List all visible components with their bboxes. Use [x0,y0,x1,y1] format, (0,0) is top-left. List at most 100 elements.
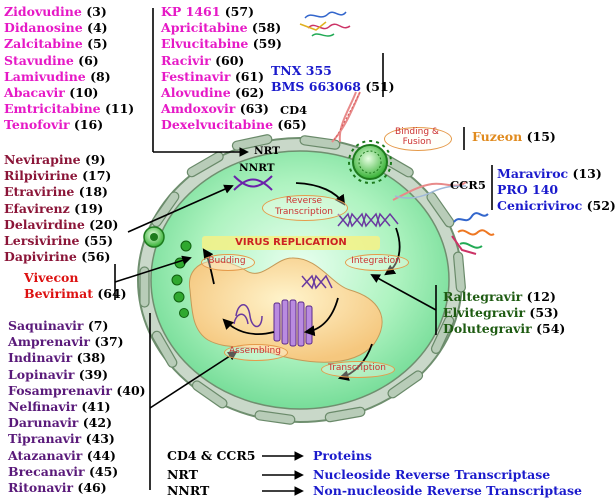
drug-name: Alovudine [161,85,231,101]
drug-name: Dolutegravir [443,321,532,337]
reverse-transcription-label: Transcription [275,207,333,217]
integrase-item: Dolutegravir (54) [443,321,565,337]
ccr5-label: CCR5 [450,178,486,192]
drug-name: Efavirenz [4,200,70,216]
compound-number: (19) [74,200,104,216]
fuzeon-label: Fuzeon (15) [472,129,556,145]
binding-fusion-pill [384,127,452,151]
drug-name: Didanosine [4,20,83,36]
drug-name: Ritonavir [8,480,74,496]
drug-name: Atazanavir [8,447,83,463]
compound-number: (55) [83,233,114,249]
maturation-item: Bevirimat (64) [24,286,127,302]
drug-name: KP 1461 [161,4,221,19]
integration-pill [345,254,409,271]
nrti-list-left: Zidovudine (3)Didanosine (4)Zalcitabine … [4,4,134,134]
drug-name: Lersivirine [4,233,80,249]
budding-pill [201,254,255,271]
protease-item: Darunavir (42) [8,415,146,431]
compound-number: (54) [536,321,566,337]
compound-number: (64) [97,286,127,302]
nnrti-item: Rilpivirine (17) [4,168,118,184]
nnrti-item: Delavirdine (20) [4,217,118,233]
protease-item: Atazanavir (44) [8,448,146,464]
compound-number: (62) [235,85,265,101]
drug-name: Lopinavir [8,366,75,382]
compound-number: (5) [87,36,108,52]
drug-name: Apricitabine [161,20,248,36]
compound-number: (60) [215,52,245,68]
virus-replication-label: VIRUS REPLICATION [235,237,347,248]
drug-name: TNX 355 [271,63,332,78]
drug-name: Zalcitabine [4,36,83,52]
binding-label: Binding & [395,127,439,137]
compound-number: (42) [82,415,112,431]
nrti-right-item: Apricitabine (58) [161,20,307,36]
compound-number: (38) [76,350,106,366]
integrase-item: Elvitegravir (53) [443,305,565,321]
drug-name: Dapivirine [4,249,77,265]
protease-item: Saquinavir (7) [8,318,146,334]
drug-name: Stavudine [4,52,74,68]
drug-name: Nelfinavir [8,399,78,415]
assembling-label: Assembling [229,346,281,356]
drug-name: Maraviroc [497,166,569,181]
compound-number: (58) [251,20,282,36]
compound-number: (8) [90,68,111,84]
reverse-label: Reverse [285,196,323,206]
drug-name: Racivir [161,52,211,68]
drug-name: Abacavir [4,85,65,101]
transcription-label: Transcription [328,363,386,373]
drug-name: Lamivudine [4,68,86,84]
compound-number: (6) [78,52,99,68]
compound-number: (20) [89,216,119,232]
nrti-left-item: Lamivudine (8) [4,69,134,85]
drug-name: Bevirimat [24,286,93,302]
nrti-right-item: Festinavir (61) [161,69,307,85]
ccr5-protein-structure [451,212,495,255]
compound-number: (18) [78,184,108,200]
ribosome-stack [273,299,313,347]
protease-item: Amprenavir (37) [8,334,146,350]
protease-item: Nelfinavir (41) [8,399,146,415]
nrti-right-item: Amdoxovir (63) [161,101,307,117]
legend-key-3: NNRT [167,483,210,498]
compound-number: (7) [87,318,109,333]
drug-name: Etravirine [4,184,75,200]
nrti-right-item: Elvucitabine (59) [161,36,307,52]
compound-number: (51) [365,79,395,95]
drug-name: Dexelvucitabine [161,117,274,133]
compound-number: (37) [94,334,124,350]
drug-name: Rilpivirine [4,168,78,184]
compound-number: (63) [239,101,269,117]
reverse-transcription-pill [262,195,348,221]
budding-label: Budding [208,256,246,266]
viral-dna [301,212,399,290]
integrase-inhibitor-list: Raltegravir (12)Elvitegravir (53)Doluteg… [443,289,565,338]
protease-item: Brecanavir (45) [8,464,146,480]
nrti-right-item: KP 1461 (57) [161,4,307,20]
compound-number: (13) [572,166,602,181]
nrti-left-item: Tenofovir (16) [4,117,134,133]
compound-number: (56) [81,249,111,265]
drug-name: Saquinavir [8,318,84,333]
compound-number: (45) [88,463,119,479]
nrti-left-item: Zalcitabine (5) [4,36,134,52]
nrti-right-item: Dexelvucitabine (65) [161,117,307,133]
compound-number: (10) [69,85,99,101]
nrti-right-item: Alovudine (62) [161,85,307,101]
ccr5-item: Cenicriviroc (52) [497,198,616,214]
ccr5-item: PRO 140 [497,182,616,198]
drug-name: Emtricitabine [4,101,101,117]
legend-value-3: Non-nucleoside Reverse Transcriptase [313,483,582,498]
fuzeon-number: (15) [526,129,556,144]
protease-inhibitor-list: Saquinavir (7)Amprenavir (37)Indinavir (… [8,318,146,496]
compound-number: (44) [86,447,116,463]
protease-item: Indinavir (38) [8,350,146,366]
compound-number: (41) [81,399,111,415]
nrti-left-item: Didanosine (4) [4,20,134,36]
legend-key-2: NRT [167,467,198,482]
compound-number: (9) [84,152,106,167]
